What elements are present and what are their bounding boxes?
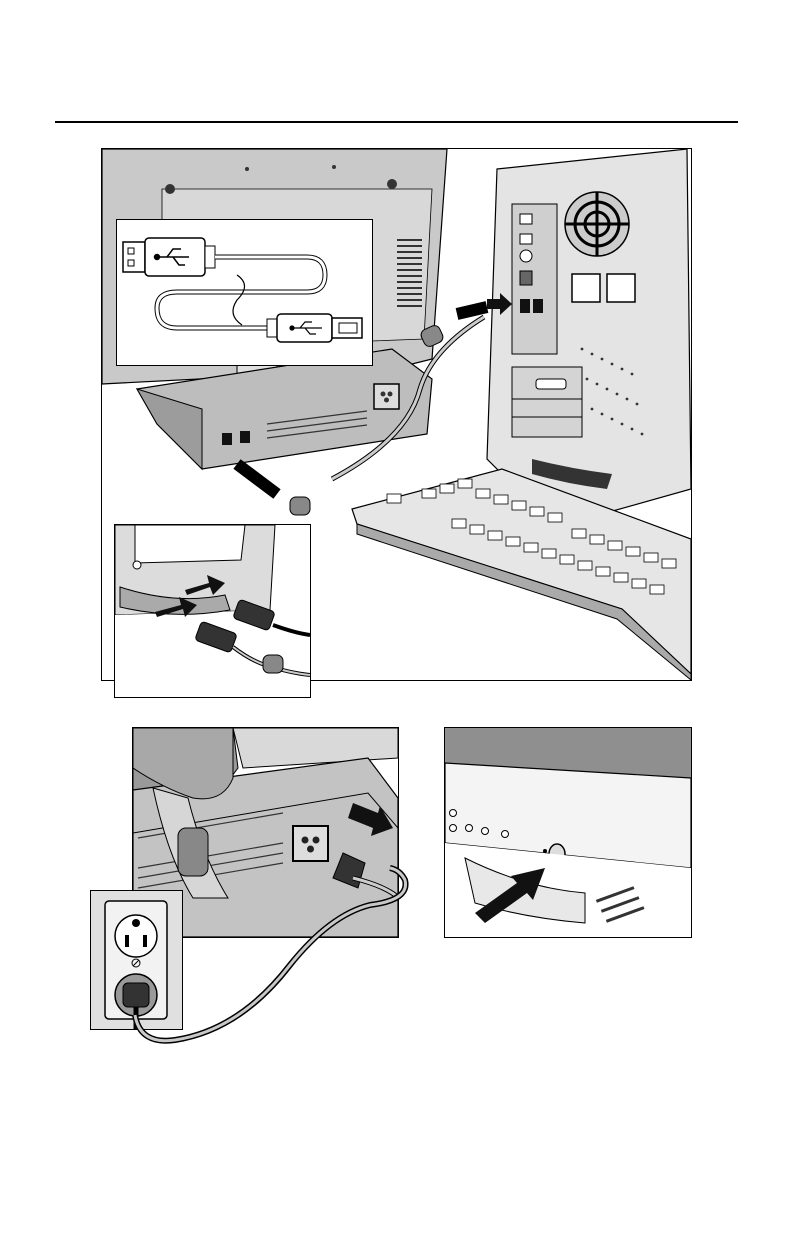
power-button-figure — [444, 727, 692, 938]
usb-cable-inset — [116, 219, 373, 366]
wall-outlet-inset — [90, 890, 183, 1030]
outlet-icon — [115, 915, 157, 957]
keyboard-connection-inset — [114, 524, 311, 698]
header-rule — [55, 121, 738, 123]
